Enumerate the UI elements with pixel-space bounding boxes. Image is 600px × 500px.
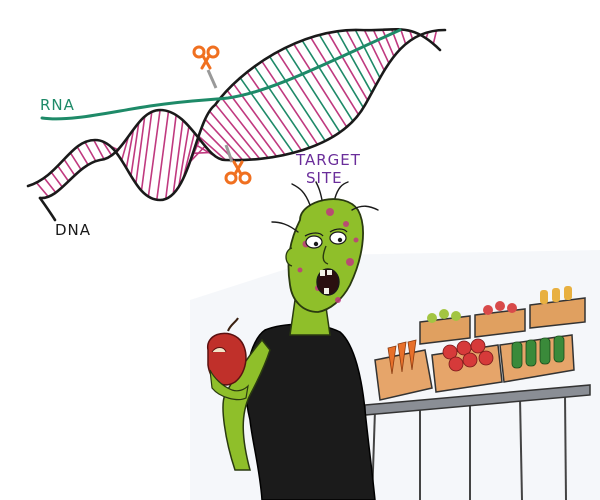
helix-rung	[177, 126, 190, 187]
helix-rung	[125, 129, 135, 169]
zombie-hand	[209, 369, 249, 401]
helix-rung	[327, 32, 369, 101]
helix-rung	[399, 29, 407, 45]
rna-strand	[40, 28, 402, 121]
helix-rung	[156, 111, 170, 200]
produce-stand	[364, 286, 591, 500]
helix-rung	[220, 96, 269, 159]
helix-rung	[268, 56, 326, 142]
target-site-label-line2: SITE	[306, 169, 343, 187]
helix-rung	[318, 34, 365, 109]
helix-rung	[69, 152, 82, 171]
helix-rung	[261, 60, 319, 145]
helix-rung	[214, 103, 261, 160]
dna-label: DNA	[55, 221, 91, 239]
dna-helix-rungs	[35, 29, 438, 200]
helix-rung	[43, 177, 57, 194]
zombie-eyes	[304, 228, 348, 249]
helix-rung	[198, 135, 227, 161]
helix-rung	[120, 136, 130, 161]
helix-rung	[50, 171, 63, 188]
helix-rung	[284, 47, 341, 133]
helix-rung	[35, 182, 49, 198]
helix-rung	[432, 30, 438, 44]
helix-rung	[164, 114, 177, 200]
crate	[529, 297, 586, 329]
helix-rung	[354, 29, 381, 79]
helix-rung	[276, 51, 334, 138]
helix-rung	[226, 89, 278, 157]
helix-rung	[172, 120, 184, 194]
helix-rung	[301, 40, 354, 122]
dna-strand-top	[26, 27, 442, 202]
cut-mark-top	[206, 69, 218, 89]
zombie-mouth	[316, 268, 340, 296]
helix-rung	[130, 122, 140, 177]
cut-mark-bottom	[224, 144, 234, 163]
helix-rung	[84, 141, 97, 162]
helix-rung	[246, 71, 303, 151]
scissors-icon	[192, 45, 220, 70]
helix-rung	[345, 29, 377, 86]
helix-rung	[310, 37, 360, 116]
target-site-label-line1: TARGET	[295, 151, 361, 169]
helix-rung	[147, 109, 161, 197]
helix-rung	[253, 66, 311, 149]
scissors-icon	[224, 160, 252, 185]
helix-rung	[76, 146, 89, 166]
helix-rung	[208, 110, 252, 161]
helix-rung	[101, 140, 113, 156]
rna-label: RNA	[40, 96, 75, 114]
helix-rung	[140, 111, 153, 191]
helix-rung	[63, 158, 76, 176]
crate	[374, 349, 433, 401]
dna-strand-tail	[38, 196, 57, 222]
helix-rung	[336, 30, 373, 94]
helix-rung	[204, 118, 244, 161]
helix-rung	[381, 29, 395, 57]
zombie-character	[207, 181, 379, 500]
helix-rung	[135, 116, 146, 184]
helix-rung	[239, 77, 294, 154]
helix-rung	[293, 43, 348, 128]
helix-rung	[363, 29, 386, 71]
helix-rung	[57, 165, 70, 182]
helix-rung	[372, 29, 390, 64]
dna-strand-bottom	[38, 28, 447, 200]
helix-rung	[93, 139, 105, 160]
